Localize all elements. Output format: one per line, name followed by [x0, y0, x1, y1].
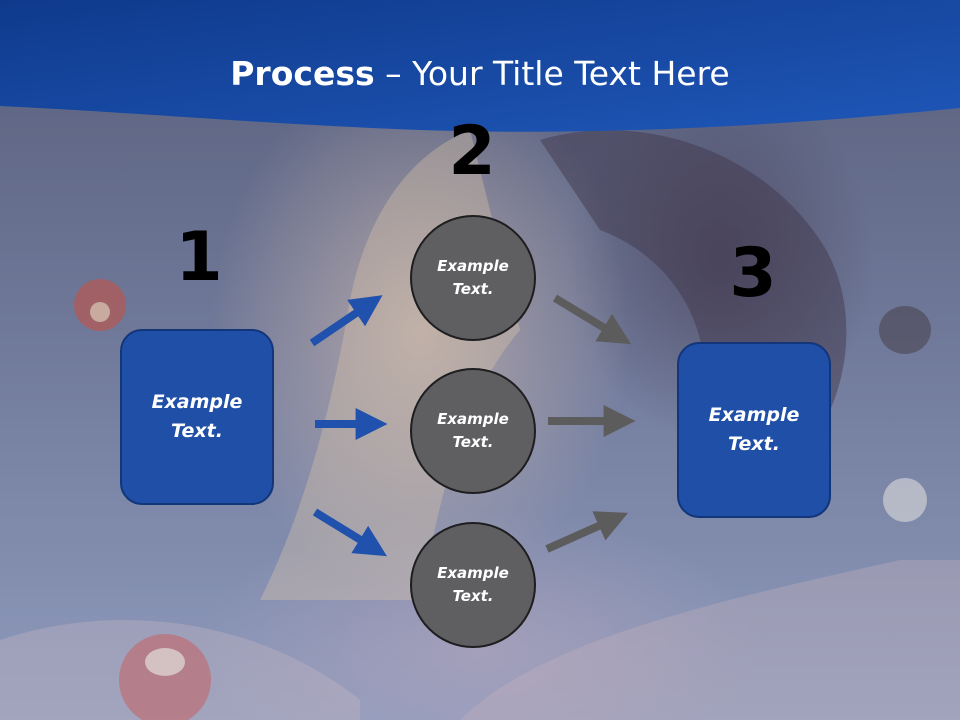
step-2-circle-bottom: Example Text.	[410, 522, 536, 648]
step-number-2: 2	[448, 112, 496, 191]
step-2-circle-top-text: Example Text.	[437, 257, 509, 298]
step-2-circle-bottom-text: Example Text.	[437, 564, 509, 605]
step-2-circle-middle: Example Text.	[410, 368, 536, 494]
step-number-1: 1	[175, 218, 223, 297]
step-1-box: Example Text.	[120, 329, 274, 505]
step-3-box: Example Text.	[677, 342, 831, 518]
step-3-text: Example Text.	[708, 404, 800, 455]
title-rest: – Your Title Text Here	[374, 54, 730, 93]
step-2-circle-top: Example Text.	[410, 215, 536, 341]
step-2-circle-middle-text: Example Text.	[437, 410, 509, 451]
slide-title: Process – Your Title Text Here	[0, 52, 960, 96]
step-1-text: Example Text.	[151, 391, 243, 442]
title-bold: Process	[230, 54, 375, 93]
step-number-3: 3	[729, 234, 777, 313]
header-banner	[0, 0, 960, 132]
